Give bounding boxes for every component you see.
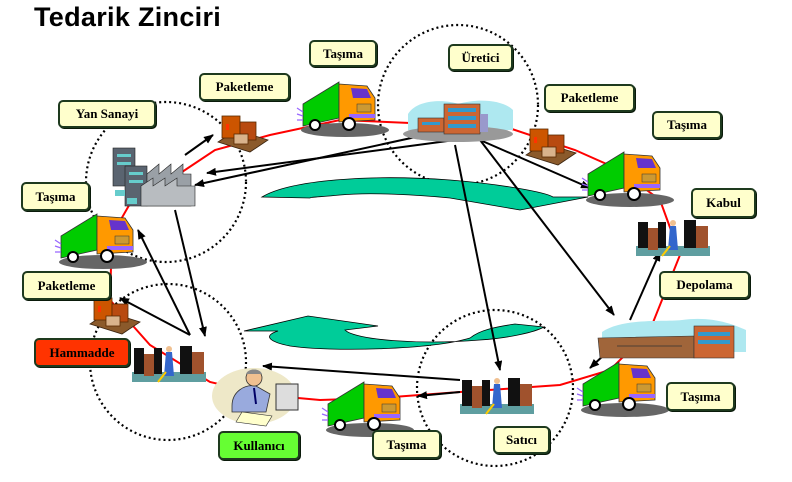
label-uretici: Üretici	[448, 44, 513, 71]
label-paketleme-left: Paketleme	[22, 271, 111, 300]
cycle-arrow-icon	[243, 177, 589, 350]
office-worker-icon	[212, 368, 299, 427]
warehouse-icon	[459, 377, 535, 415]
label-tasima-top-right: Taşıma	[652, 111, 722, 139]
label-paketleme-top-left: Paketleme	[199, 73, 290, 101]
label-tasima-right: Taşıma	[666, 382, 735, 411]
label-yan-sanayi: Yan Sanayi	[58, 100, 156, 128]
label-depolama: Depolama	[659, 271, 750, 299]
warehouse-icon	[635, 219, 711, 257]
label-paketleme-top-right: Paketleme	[544, 84, 635, 112]
label-kabul: Kabul	[691, 188, 756, 218]
truck-icon	[576, 361, 670, 418]
truck-icon	[296, 81, 390, 138]
label-tasima-top: Taşıma	[309, 40, 377, 67]
truck-icon	[54, 213, 148, 270]
label-tasima-bottom: Taşıma	[372, 430, 441, 459]
label-satici: Satıcı	[493, 426, 550, 454]
label-kullanici: Kullanıcı	[218, 431, 300, 460]
label-hammadde: Hammadde	[34, 338, 130, 367]
factory-icon	[403, 100, 513, 142]
warehouse-building-icon	[597, 318, 746, 359]
warehouse-icon	[131, 345, 207, 383]
page-title: Tedarik Zinciri	[34, 2, 222, 32]
truck-icon	[321, 381, 415, 438]
label-tasima-left: Taşıma	[21, 182, 90, 211]
industrial-park-icon	[112, 147, 196, 207]
pallet-boxes-icon	[89, 297, 141, 335]
flow-arrows	[119, 134, 661, 400]
